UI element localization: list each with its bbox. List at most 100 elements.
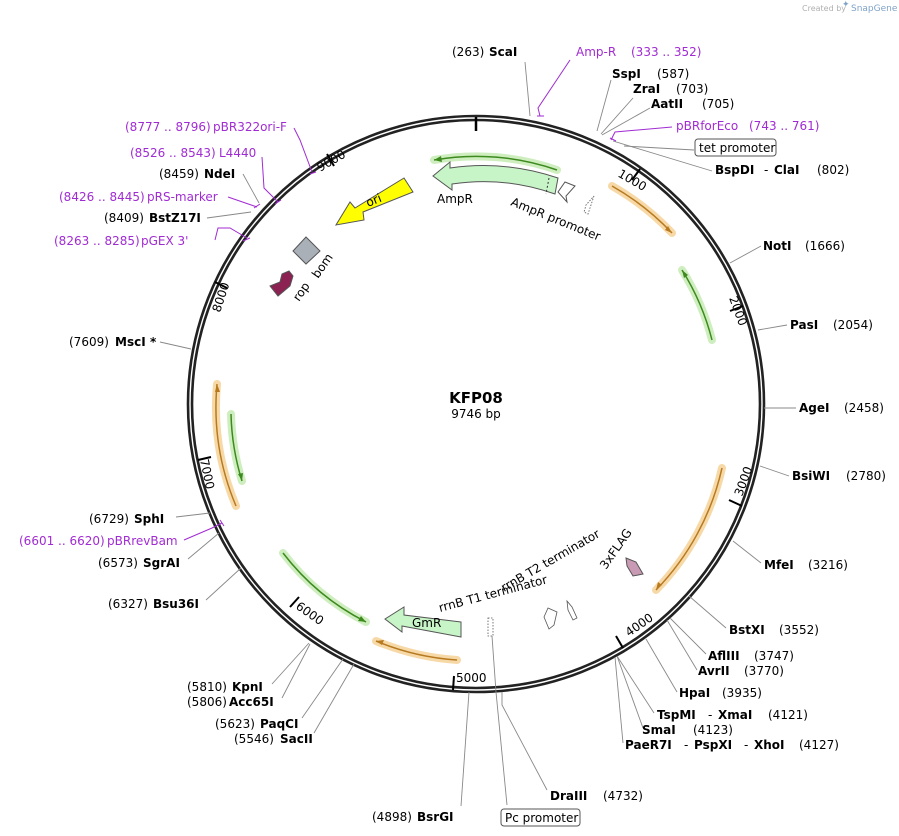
pbrforeco-name[interactable]: pBRforEco (676, 119, 738, 133)
l4440-name[interactable]: L4440 (219, 146, 256, 160)
tick-4000 (615, 635, 624, 649)
paqci-position: (5623) (215, 717, 255, 731)
snapgene-logo-icon: ✦ (842, 0, 850, 10)
scai-name[interactable]: ScaI (489, 45, 517, 59)
bspdi-separator: - (764, 163, 768, 177)
ampr-primer-name[interactable]: Amp-R (576, 45, 616, 59)
draiii-leader (501, 692, 548, 791)
orf-arc-4 (215, 383, 237, 507)
paer7i-name[interactable]: PaeR7I (625, 738, 672, 752)
bsiwi-name[interactable]: BsiWI (792, 469, 830, 483)
ampr-primer-range: (333 .. 352) (631, 45, 701, 59)
orf-arc-1-arrow-icon (665, 226, 672, 233)
bstz17i-name[interactable]: BstZ17I (149, 211, 201, 225)
hpai-name[interactable]: HpaI (679, 686, 710, 700)
ampr-primer-leader (537, 59, 571, 117)
bsrgi-name[interactable]: BsrGI (417, 810, 454, 824)
msci-name[interactable]: MscI (115, 335, 146, 349)
noti-leader (729, 245, 762, 264)
prsmarker-leader (227, 196, 258, 208)
ndei-position: (8459) (159, 167, 199, 181)
orf-arc-2 (655, 467, 723, 591)
bstxi-name[interactable]: BstXI (729, 623, 765, 637)
msci-leader (159, 341, 192, 350)
tick-label-6000: 6000 (293, 599, 326, 628)
pbr322ori-name[interactable]: pBR322ori-F (213, 120, 287, 134)
bstxi-position: (3552) (779, 623, 819, 637)
acc65i-position: (5806) (187, 695, 227, 709)
ampr-label: AmpR (437, 192, 473, 206)
ndei-name[interactable]: NdeI (204, 167, 235, 181)
flag-feature (625, 557, 644, 577)
paqci-leader (301, 658, 344, 719)
pbrforeco-leader (610, 126, 673, 141)
aatii-position: (705) (702, 97, 734, 111)
tspmi-name[interactable]: TspMI (657, 708, 696, 722)
bsiwi-leader (759, 465, 790, 477)
xhoi-name[interactable]: XhoI (754, 738, 785, 752)
smai-name[interactable]: SmaI (642, 723, 676, 737)
bsu36i-leader (205, 567, 242, 601)
msci-star: * (150, 335, 157, 349)
agei-name[interactable]: AgeI (799, 401, 829, 415)
scai-leader (524, 61, 531, 117)
tick-9000 (326, 153, 335, 167)
tick-2000 (729, 305, 744, 312)
acc65i-leader (281, 643, 311, 699)
noti-name[interactable]: NotI (763, 239, 792, 253)
sspi-leader (596, 79, 612, 132)
zrai-position: (703) (676, 82, 708, 96)
smai-position: (4123) (693, 723, 733, 737)
tet-promoter-leader (623, 145, 695, 151)
pc-promoter-box[interactable] (500, 808, 581, 827)
pspxi-name[interactable]: PspXI (694, 738, 732, 752)
plasmid-name: KFP08 (449, 389, 503, 407)
kpni-name[interactable]: KpnI (232, 680, 263, 694)
tick-8000 (214, 281, 228, 289)
agei-position: (2458) (844, 401, 884, 415)
orf-green-arcs (227, 152, 716, 626)
bsu36i-position: (6327) (108, 597, 148, 611)
zrai-name[interactable]: ZraI (633, 82, 660, 96)
pasi-name[interactable]: PasI (790, 318, 818, 332)
sacii-name[interactable]: SacII (280, 732, 313, 746)
bspdi-name[interactable]: BspDI (715, 163, 754, 177)
bsiwi-position: (2780) (846, 469, 886, 483)
bsu36i-name[interactable]: Bsu36I (153, 597, 199, 611)
acc65i-name[interactable]: Acc65I (229, 695, 274, 709)
sphi-name[interactable]: SphI (134, 512, 164, 526)
backbone-outer-strand (186, 114, 766, 694)
orf-green-4-glow (227, 410, 246, 485)
orf-arc-2-glow (652, 464, 726, 594)
credit-brand: SnapGene (851, 4, 898, 14)
pgex3-name[interactable]: pGEX 3' (141, 234, 188, 248)
pbrrevbam-name[interactable]: pBRrevBam (107, 534, 178, 548)
xmai-name[interactable]: XmaI (718, 708, 752, 722)
bsrgi-leader (460, 691, 470, 807)
draiii-name[interactable]: DraIII (550, 789, 587, 803)
sgrai-name[interactable]: SgrAI (143, 556, 180, 570)
mfei-name[interactable]: MfeI (764, 558, 794, 572)
tet-promoter-box[interactable] (694, 138, 777, 157)
pbrrevbam-mark (219, 519, 225, 527)
paqci-name[interactable]: PaqCI (260, 717, 298, 731)
pc-promoter-marker-icon (487, 617, 494, 637)
prsmarker-name[interactable]: pRS-marker (147, 190, 218, 204)
tick-label-3000: 3000 (732, 465, 756, 498)
aatii-name[interactable]: AatII (651, 97, 683, 111)
avrii-name[interactable]: AvrII (698, 664, 730, 678)
ori-label: ori (364, 191, 384, 210)
tick-label-9000: 9000 (315, 147, 348, 174)
tick-label-2000: 2000 (726, 294, 750, 327)
kpni-leader (271, 642, 310, 685)
paer7i-separator-2: - (744, 738, 748, 752)
hpai-position: (3935) (722, 686, 762, 700)
sphi-position: (6729) (89, 512, 129, 526)
sspi-name[interactable]: SspI (612, 67, 641, 81)
pbr322ori-range: (8777 .. 8796) (125, 120, 211, 134)
bsrgi-position: (4898) (372, 810, 412, 824)
orf-arc-3-arrow-icon (376, 640, 384, 645)
aflii-name[interactable]: AflIII (708, 649, 740, 663)
pgex3-range: (8263 .. 8285) (54, 234, 140, 248)
clai-name[interactable]: ClaI (774, 163, 799, 177)
